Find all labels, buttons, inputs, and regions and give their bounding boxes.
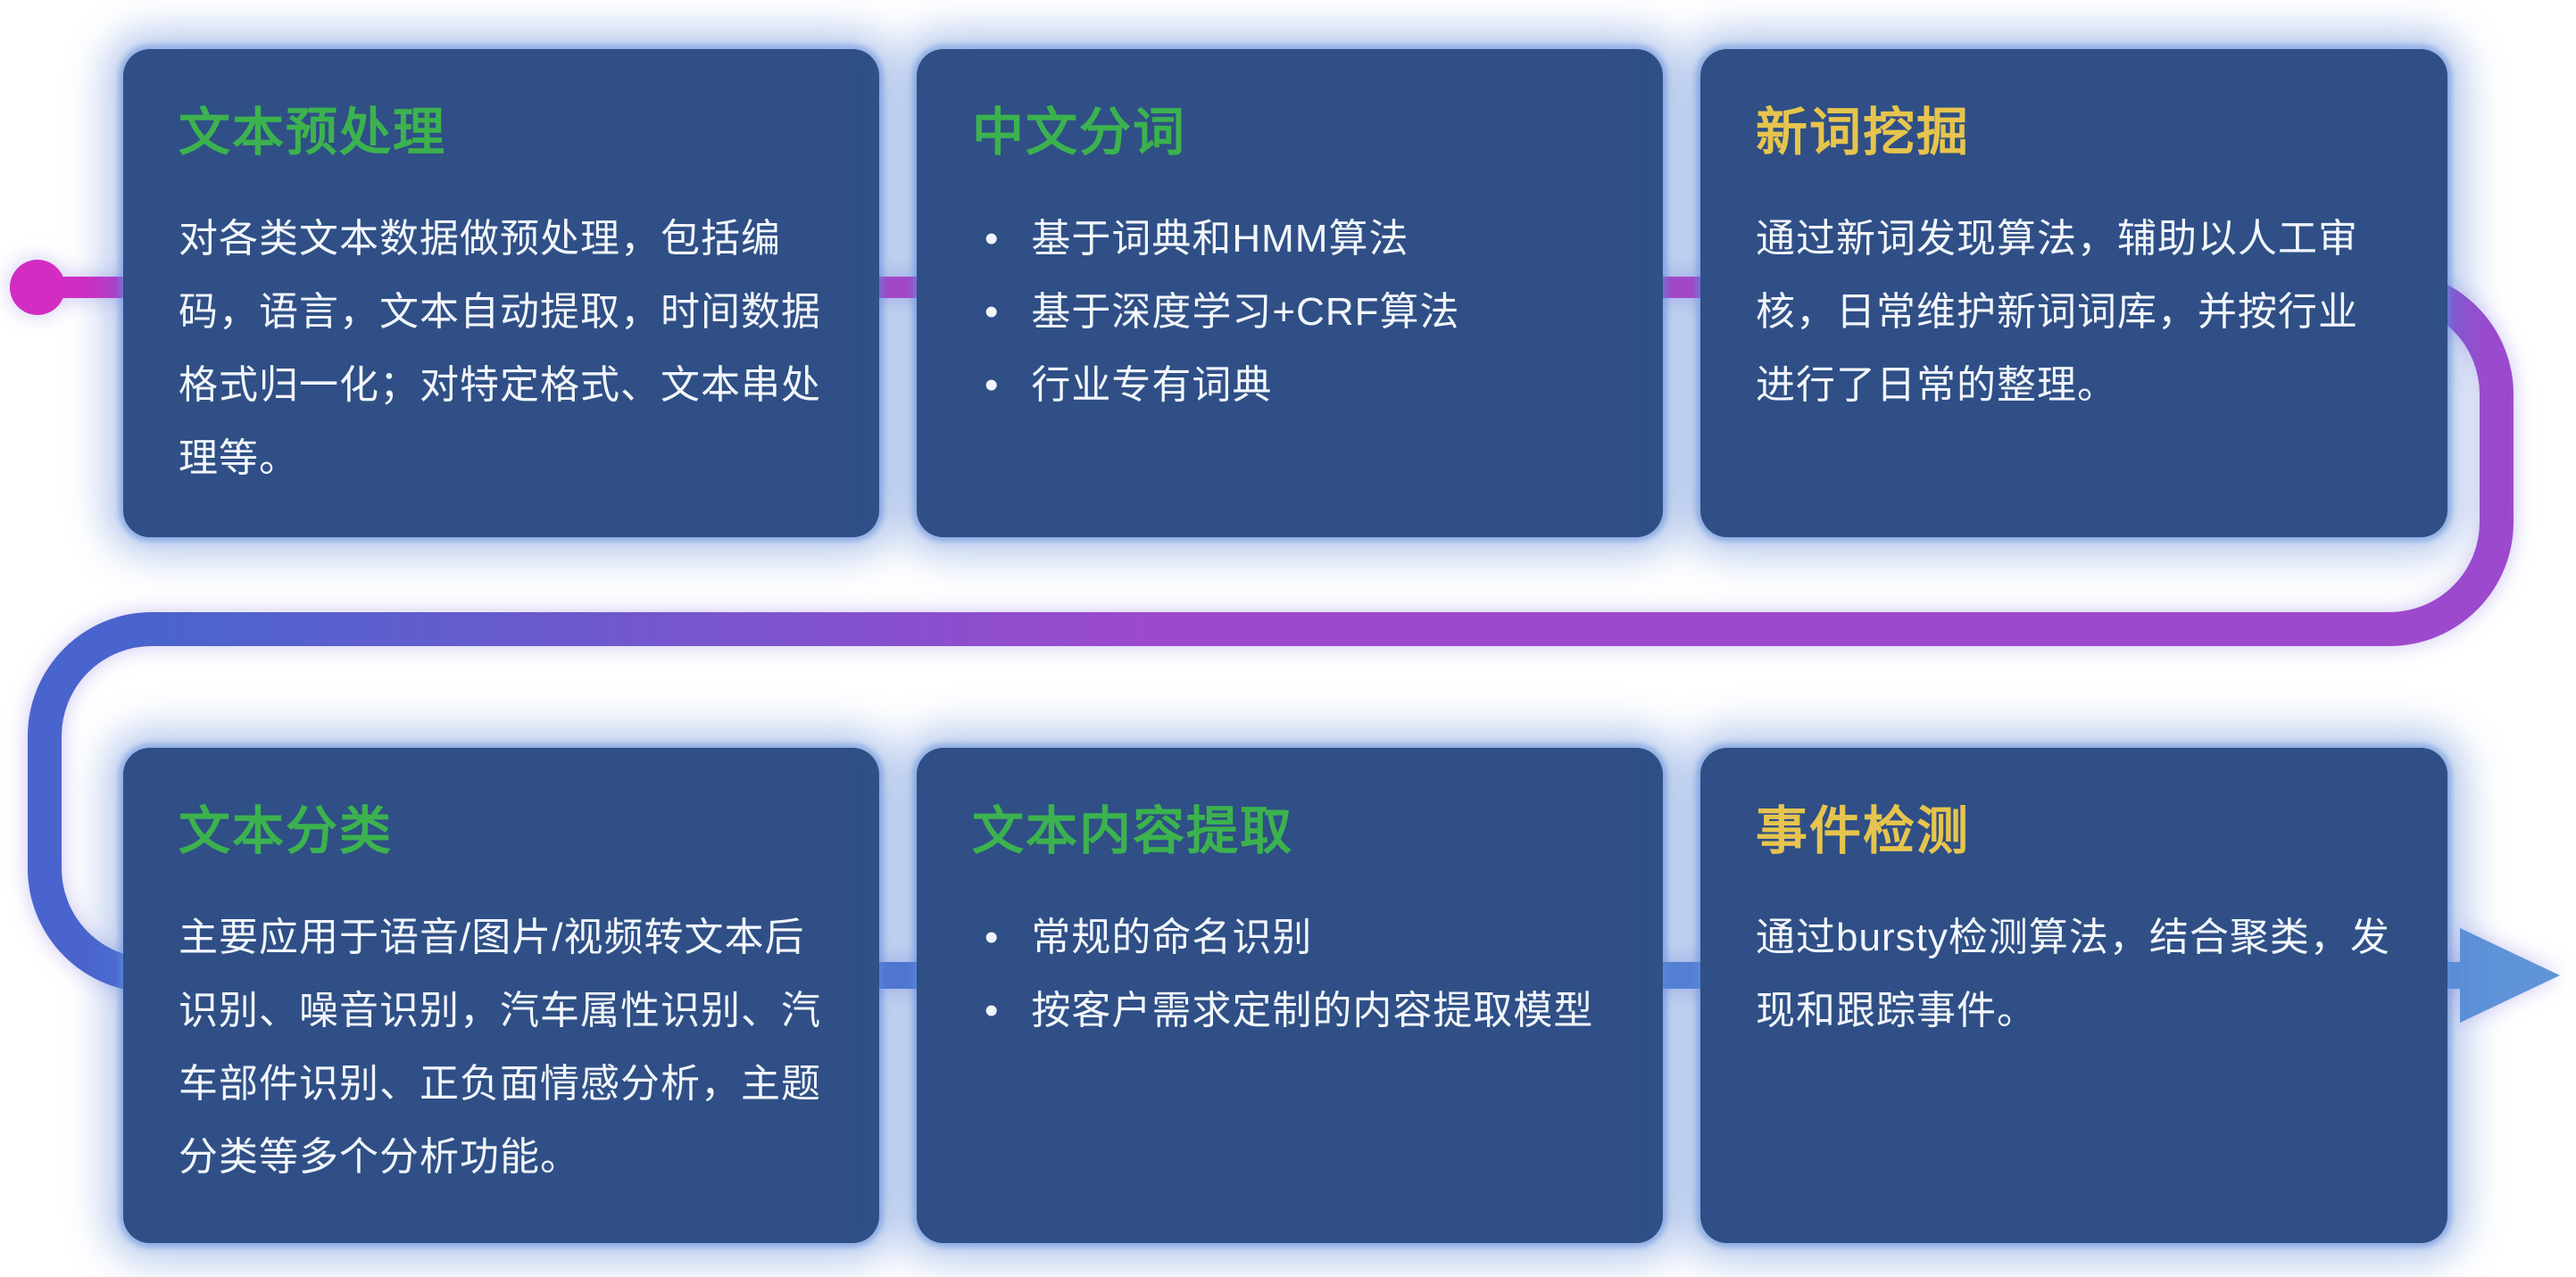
- card-title: 中文分词: [972, 104, 1187, 162]
- card-text-classification: 文本分类 主要应用于语音/图片/视频转文本后识别、噪音识别，汽车属性识别、汽车部…: [123, 748, 879, 1243]
- card-event-detection: 事件检测 通过bursty检测算法，结合聚类，发现和跟踪事件。: [1700, 748, 2447, 1243]
- bullet-text: 按客户需求定制的内容提取模型: [1031, 989, 1594, 1032]
- bullet-text: 常规的命名识别: [1031, 916, 1313, 959]
- card-title: 文本预处理: [179, 104, 447, 162]
- card-title: 文本分类: [179, 802, 394, 860]
- card-body: 通过新词发现算法，辅助以人工审核，日常维护新词词库，并按行业进行了日常的整理。: [1756, 217, 2358, 407]
- card-text-preprocessing: 文本预处理 对各类文本数据做预处理，包括编码，语言，文本自动提取，时间数据格式归…: [123, 49, 879, 537]
- bullet-item: 常规的命名识别: [972, 901, 1608, 974]
- bullet-item: 行业专有词典: [972, 349, 1608, 422]
- bullet-text: 基于深度学习+CRF算法: [1031, 290, 1460, 334]
- card-title: 文本内容提取: [972, 802, 1294, 860]
- bullet-item: 基于词典和HMM算法: [972, 203, 1608, 276]
- bullet-item: 基于深度学习+CRF算法: [972, 276, 1608, 349]
- card-bullet-list: 常规的命名识别 按客户需求定制的内容提取模型: [972, 901, 1608, 1048]
- flow-start-dot-icon: [10, 260, 65, 315]
- bullet-text: 行业专有词典: [1031, 363, 1273, 407]
- card-body: 通过bursty检测算法，结合聚类，发现和跟踪事件。: [1756, 916, 2390, 1032]
- bullet-text: 基于词典和HMM算法: [1031, 217, 1409, 261]
- card-chinese-word-segmentation: 中文分词 基于词典和HMM算法 基于深度学习+CRF算法 行业专有词典: [917, 49, 1663, 537]
- card-body: 主要应用于语音/图片/视频转文本后识别、噪音识别，汽车属性识别、汽车部件识别、正…: [179, 916, 821, 1179]
- flow-arrow-right-icon: [2460, 928, 2560, 1023]
- card-title: 事件检测: [1756, 802, 1971, 860]
- card-bullet-list: 基于词典和HMM算法 基于深度学习+CRF算法 行业专有词典: [972, 203, 1608, 422]
- card-new-word-mining: 新词挖掘 通过新词发现算法，辅助以人工审核，日常维护新词词库，并按行业进行了日常…: [1700, 49, 2447, 537]
- bullet-item: 按客户需求定制的内容提取模型: [972, 974, 1608, 1048]
- card-text-content-extraction: 文本内容提取 常规的命名识别 按客户需求定制的内容提取模型: [917, 748, 1663, 1243]
- card-body: 对各类文本数据做预处理，包括编码，语言，文本自动提取，时间数据格式归一化；对特定…: [179, 217, 821, 480]
- card-title: 新词挖掘: [1756, 104, 1971, 162]
